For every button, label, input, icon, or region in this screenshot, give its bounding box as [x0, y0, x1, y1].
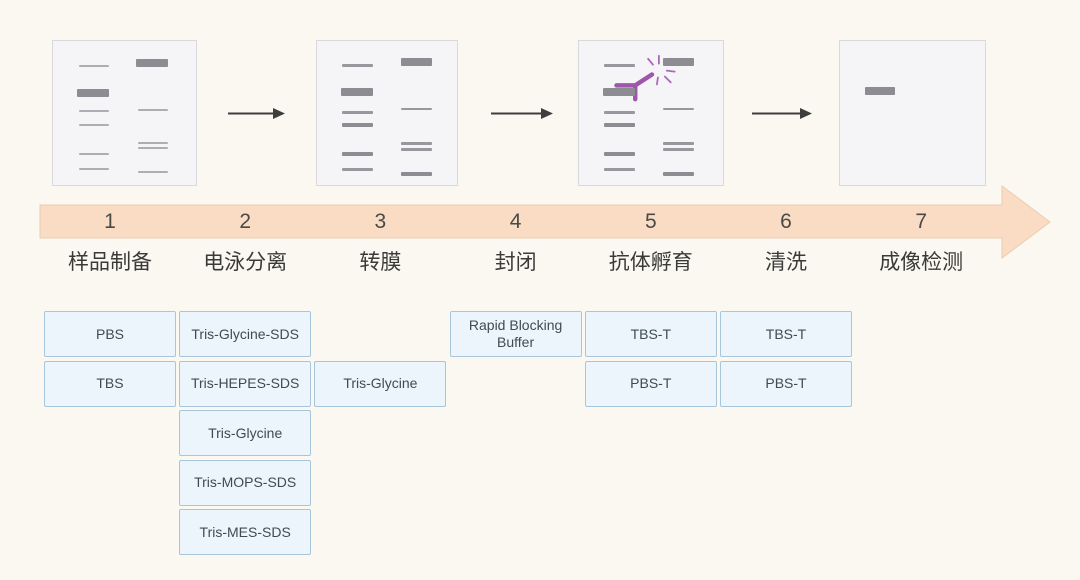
gel-band [865, 87, 895, 95]
flow-arrow-icon [228, 108, 285, 119]
antibody-y-icon [614, 72, 655, 102]
step-label: 电泳分离 [203, 251, 288, 274]
gel-band [401, 172, 432, 176]
step-number: 6 [780, 209, 792, 233]
gel-band [604, 111, 635, 114]
step-label: 成像检测 [879, 251, 964, 274]
gel-band [138, 147, 168, 149]
gel-band [603, 88, 635, 96]
gel-band [663, 142, 694, 145]
membrane-after-transfer [316, 40, 458, 186]
step-number: 5 [644, 209, 657, 233]
gel-band [79, 168, 109, 170]
step-label: 清洗 [765, 251, 807, 274]
gel-band [342, 111, 373, 114]
gel-band [138, 142, 168, 144]
buffer-box: Tris-MES-SDS [179, 509, 312, 555]
gel-band [663, 108, 694, 110]
gel-band [663, 58, 694, 66]
gel-band [401, 148, 432, 151]
gel-band [604, 168, 635, 171]
gel-band [663, 172, 694, 176]
buffer-box: Tris-Glycine [314, 360, 447, 407]
step-label: 转膜 [359, 251, 402, 274]
buffer-box: PBS-T [584, 360, 717, 407]
flow-arrow-icon [752, 108, 812, 119]
buffer-box: PBS [44, 311, 176, 357]
gel-band [342, 64, 373, 67]
gel-band [342, 152, 373, 156]
process-timeline-arrow [39, 185, 1051, 259]
antibody-detection-illustration [614, 54, 676, 102]
buffer-box: Tris-Glycine-SDS [179, 311, 312, 357]
gel-band [401, 58, 432, 66]
gel-band [341, 88, 373, 96]
step-number: 7 [915, 209, 928, 233]
gel-band [663, 148, 694, 151]
gel-band [604, 152, 635, 156]
gel-band [79, 153, 109, 155]
buffer-box: TBS-T [720, 311, 852, 357]
flow-arrow-icon [491, 108, 553, 119]
gel-band [138, 109, 168, 111]
step-number: 4 [509, 209, 522, 233]
gel-band [79, 65, 109, 67]
membrane-imaging-result [839, 40, 986, 186]
gel-band [401, 142, 432, 145]
buffer-box: Tris-HEPES-SDS [179, 360, 312, 407]
gel-band [138, 171, 168, 173]
step-number: 2 [239, 209, 252, 233]
gel-band [79, 110, 109, 112]
gel-band [342, 123, 373, 127]
step-number: 3 [374, 209, 387, 233]
buffer-box: PBS-T [720, 360, 852, 407]
gel-band [604, 123, 635, 127]
gel-band [401, 108, 432, 110]
gel-band [342, 168, 373, 171]
gel-band [136, 59, 168, 67]
gel-band [77, 89, 109, 97]
step-label: 封闭 [494, 251, 537, 274]
buffer-box: Tris-MOPS-SDS [179, 459, 312, 506]
buffer-box: Tris-Glycine [179, 410, 312, 456]
gel-band [79, 124, 109, 126]
buffer-box: TBS-T [584, 311, 717, 357]
buffer-box: Rapid Blocking Buffer [449, 311, 582, 357]
gel-sample-preparation [52, 40, 197, 186]
buffer-box: TBS [44, 360, 176, 407]
gel-band [604, 64, 635, 67]
step-label: 抗体孵育 [608, 251, 693, 274]
step-label: 样品制备 [68, 251, 152, 274]
step-number: 1 [104, 209, 116, 233]
membrane-antibody-incubation [578, 40, 724, 186]
